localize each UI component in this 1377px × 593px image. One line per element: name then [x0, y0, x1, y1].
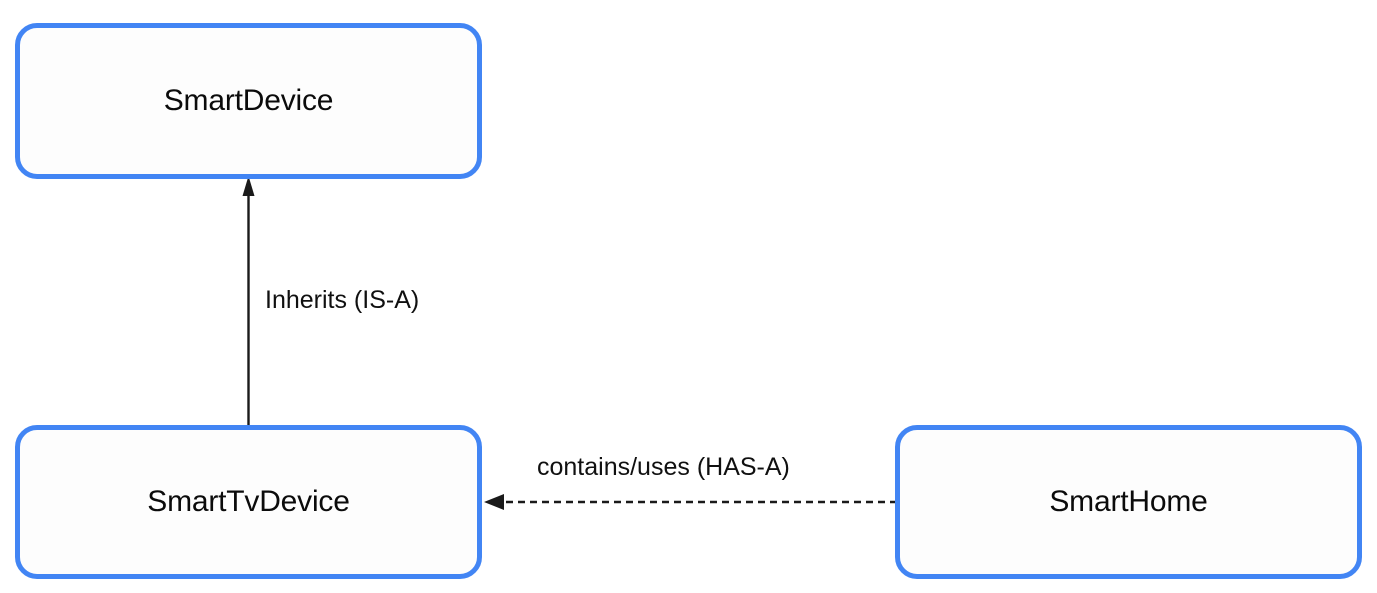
edge-contains	[484, 494, 897, 510]
class-node-label: SmartDevice	[163, 84, 334, 117]
class-node-label: SmartHome	[1049, 485, 1208, 518]
class-node-smarttvdevice[interactable]: SmartTvDevice	[15, 425, 482, 579]
edge-label-inherits: Inherits (IS-A)	[265, 286, 420, 314]
class-node-smarthome[interactable]: SmartHome	[895, 425, 1362, 579]
class-node-label: SmartTvDevice	[147, 485, 350, 518]
class-node-smartdevice[interactable]: SmartDevice	[15, 23, 482, 179]
edge-label-contains: contains/uses (HAS-A)	[537, 453, 790, 481]
edge-inherits	[242, 176, 255, 425]
edge-inherits-arrowhead	[242, 176, 255, 196]
edge-contains-arrowhead	[484, 494, 504, 510]
